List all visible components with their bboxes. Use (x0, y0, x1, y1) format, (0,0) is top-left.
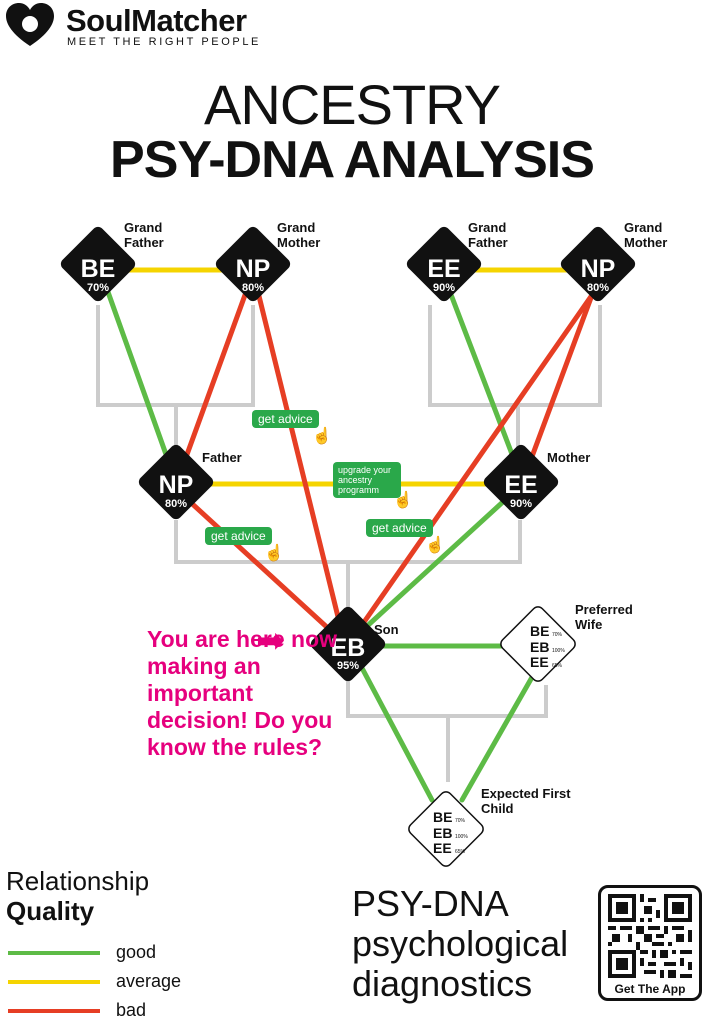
svg-text:70%: 70% (552, 632, 563, 638)
get-advice-button[interactable]: get advice (252, 410, 319, 428)
svg-text:100%: 100% (455, 834, 468, 840)
svg-text:BE: BE (81, 255, 116, 283)
node-paternal-grandmother: NP 80% (215, 226, 291, 302)
callout-text: You are here now making an important dec… (147, 626, 338, 760)
svg-text:EB: EB (530, 639, 549, 655)
svg-text:70%: 70% (87, 282, 109, 294)
node-mother: EE 90% (483, 444, 559, 520)
svg-text:BE: BE (433, 809, 452, 825)
svg-text:NP: NP (581, 255, 616, 283)
role-mother: Mother (547, 450, 591, 465)
hand-cursor-icon: ☝ (425, 537, 445, 554)
upgrade-program-button[interactable]: upgrade your ancestry programm (333, 462, 401, 498)
line-bad (185, 497, 333, 633)
svg-text:70%: 70% (455, 818, 466, 824)
line-good (459, 669, 538, 803)
svg-text:BE: BE (530, 623, 549, 639)
svg-text:80%: 80% (242, 282, 264, 294)
role-father: Father (202, 450, 242, 465)
line-good (362, 497, 508, 631)
svg-text:80%: 80% (165, 498, 187, 510)
role-paternal-grandmother: Grand Mother (277, 220, 321, 250)
line-bad (182, 292, 248, 463)
role-maternal-grandmother: Grand Mother (624, 220, 668, 250)
svg-text:EE: EE (433, 840, 452, 856)
svg-text:EE: EE (504, 471, 537, 499)
legend-bad: bad (8, 1000, 208, 1022)
role-preferred-wife: Preferred Wife (575, 602, 633, 632)
hand-cursor-icon: ☝ (393, 492, 413, 509)
svg-text:80%: 80% (587, 282, 609, 294)
node-maternal-grandmother: NP 80% (560, 226, 636, 302)
node-maternal-grandfather: EE 90% (406, 226, 482, 302)
line-good (359, 665, 435, 803)
node-expected-child: BE 70% EB 100% EE 65% (408, 791, 484, 867)
page-subtitle: PSY-DNA ANALYSIS (110, 131, 595, 189)
legend-good: good (8, 942, 208, 964)
right-arrow-icon: ➡ (256, 622, 285, 660)
brand-tagline: MEET THE RIGHT PEOPLE (67, 36, 261, 48)
get-advice-button[interactable]: get advice (366, 519, 433, 537)
node-son: EB 95% (310, 606, 386, 682)
svg-text:EE: EE (530, 654, 549, 670)
legend-title: Relationship Quality (6, 866, 150, 926)
line-good (105, 289, 171, 463)
node-paternal-grandfather: BE 70% (60, 226, 136, 302)
svg-text:95%: 95% (337, 660, 359, 672)
hand-cursor-icon: ☝ (264, 545, 284, 562)
footer-title: PSY-DNA psychological diagnostics (352, 883, 569, 1004)
svg-text:90%: 90% (510, 498, 532, 510)
get-app-label: Get The App (614, 982, 686, 996)
get-advice-button[interactable]: get advice (205, 527, 272, 545)
svg-text:90%: 90% (433, 282, 455, 294)
svg-text:EB: EB (433, 825, 452, 841)
svg-text:NP: NP (236, 255, 271, 283)
line-bad (359, 292, 595, 628)
svg-text:NP: NP (159, 471, 194, 499)
role-son: Son (374, 622, 399, 637)
line-bad (255, 289, 343, 628)
legend-average: average (8, 971, 208, 993)
svg-text:65%: 65% (455, 849, 466, 855)
get-app-qr-button[interactable]: Get The App (598, 885, 702, 1001)
role-maternal-grandfather: Grand Father (468, 220, 508, 250)
line-good (447, 289, 518, 465)
node-father: NP 80% (138, 444, 214, 520)
page-title: ANCESTRY (204, 73, 501, 136)
svg-text:EB: EB (331, 634, 366, 662)
role-expected-child: Expected First Child (481, 786, 571, 816)
line-bad (527, 292, 595, 465)
qr-code-icon (608, 894, 692, 978)
svg-text:65%: 65% (552, 663, 563, 669)
role-paternal-grandfather: Grand Father (124, 220, 164, 250)
svg-text:EE: EE (427, 255, 460, 283)
node-preferred-wife: BE 70% EB 100% EE 65% (500, 606, 576, 682)
svg-text:100%: 100% (552, 648, 565, 654)
heart-logo-icon (6, 3, 54, 46)
brand-name: SoulMatcher (66, 3, 247, 38)
hand-cursor-icon: ☝ (312, 428, 332, 445)
